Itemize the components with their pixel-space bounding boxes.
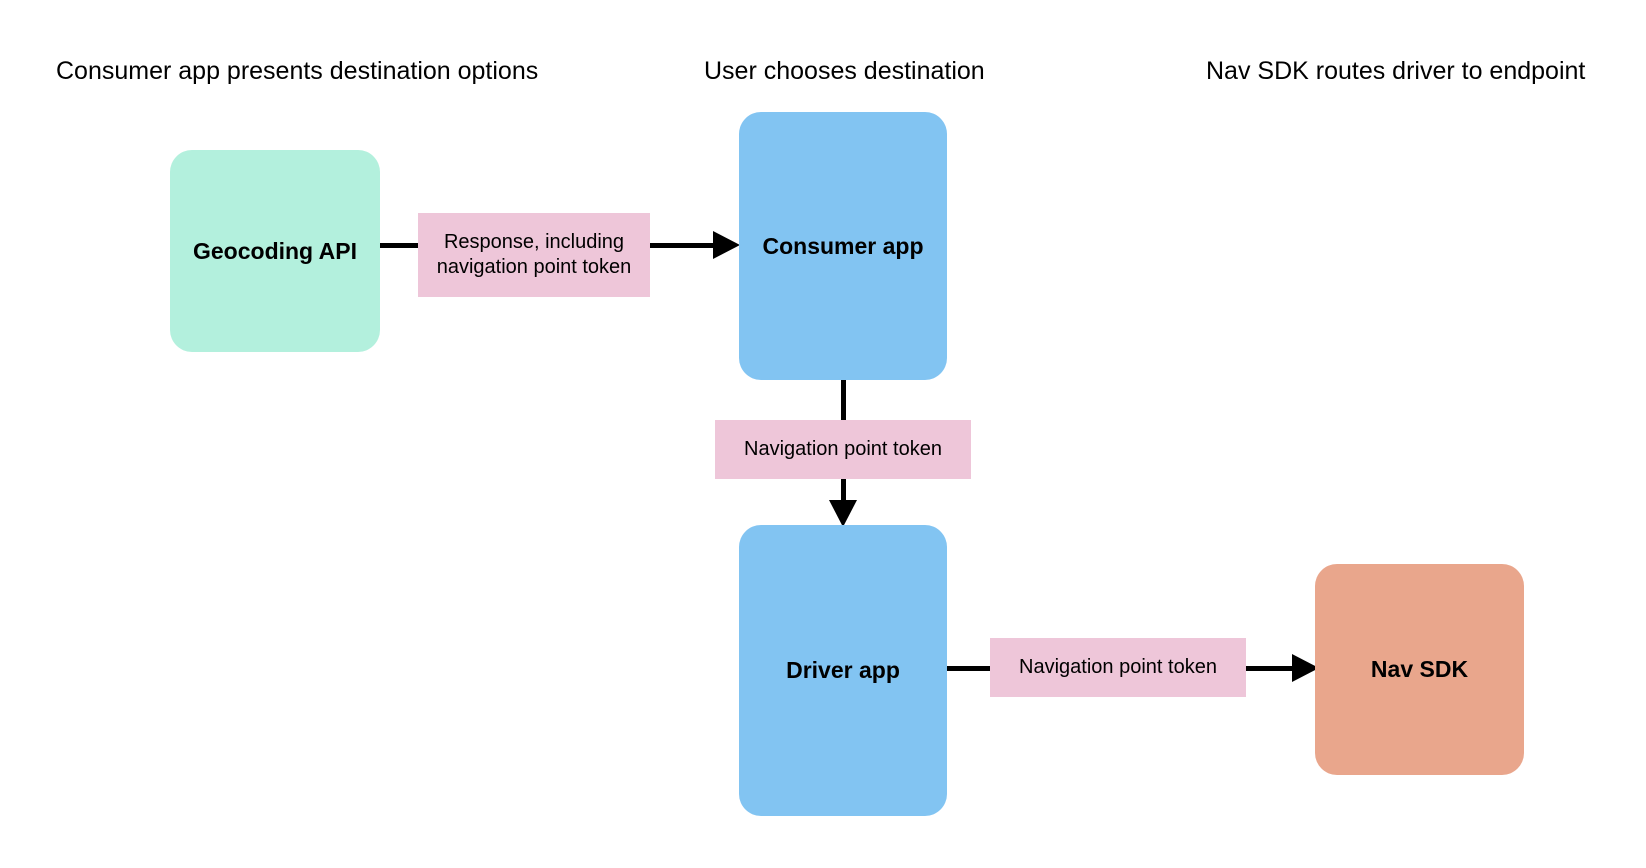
arrowhead-down-icon-to-driver-app [829,500,857,527]
node-driver-app[interactable]: Driver app [739,525,947,816]
connector-geocoding-to-response-label [378,243,420,248]
column-header-consumer-stage: Consumer app presents destination option… [56,57,539,85]
node-consumer-app[interactable]: Consumer app [739,112,947,380]
connector-response-label-to-consumer-app [650,243,722,248]
arrowhead-right-icon-to-nav-sdk [1292,654,1319,682]
arrowhead-right-icon-to-consumer-app [713,231,740,259]
edge-label-navigation-point-token-consumer-to-driver: Navigation point token [715,420,971,479]
edge-label-navigation-point-token-driver-to-navsdk: Navigation point token [990,638,1246,697]
connector-consumer-app-to-nav-token-label [841,380,846,422]
node-geocoding-api[interactable]: Geocoding API [170,150,380,352]
node-nav-sdk[interactable]: Nav SDK [1315,564,1524,775]
connector-nav-token-label-to-driver-app [841,477,846,513]
connector-driver-app-to-nav-token-label [947,666,992,671]
edge-label-response-including-navigation-point-token: Response, including navigation point tok… [418,213,650,297]
connector-nav-token-label-to-nav-sdk [1246,666,1302,671]
column-header-user-stage: User chooses destination [704,57,985,85]
column-header-navsdk-stage: Nav SDK routes driver to endpoint [1206,57,1586,85]
